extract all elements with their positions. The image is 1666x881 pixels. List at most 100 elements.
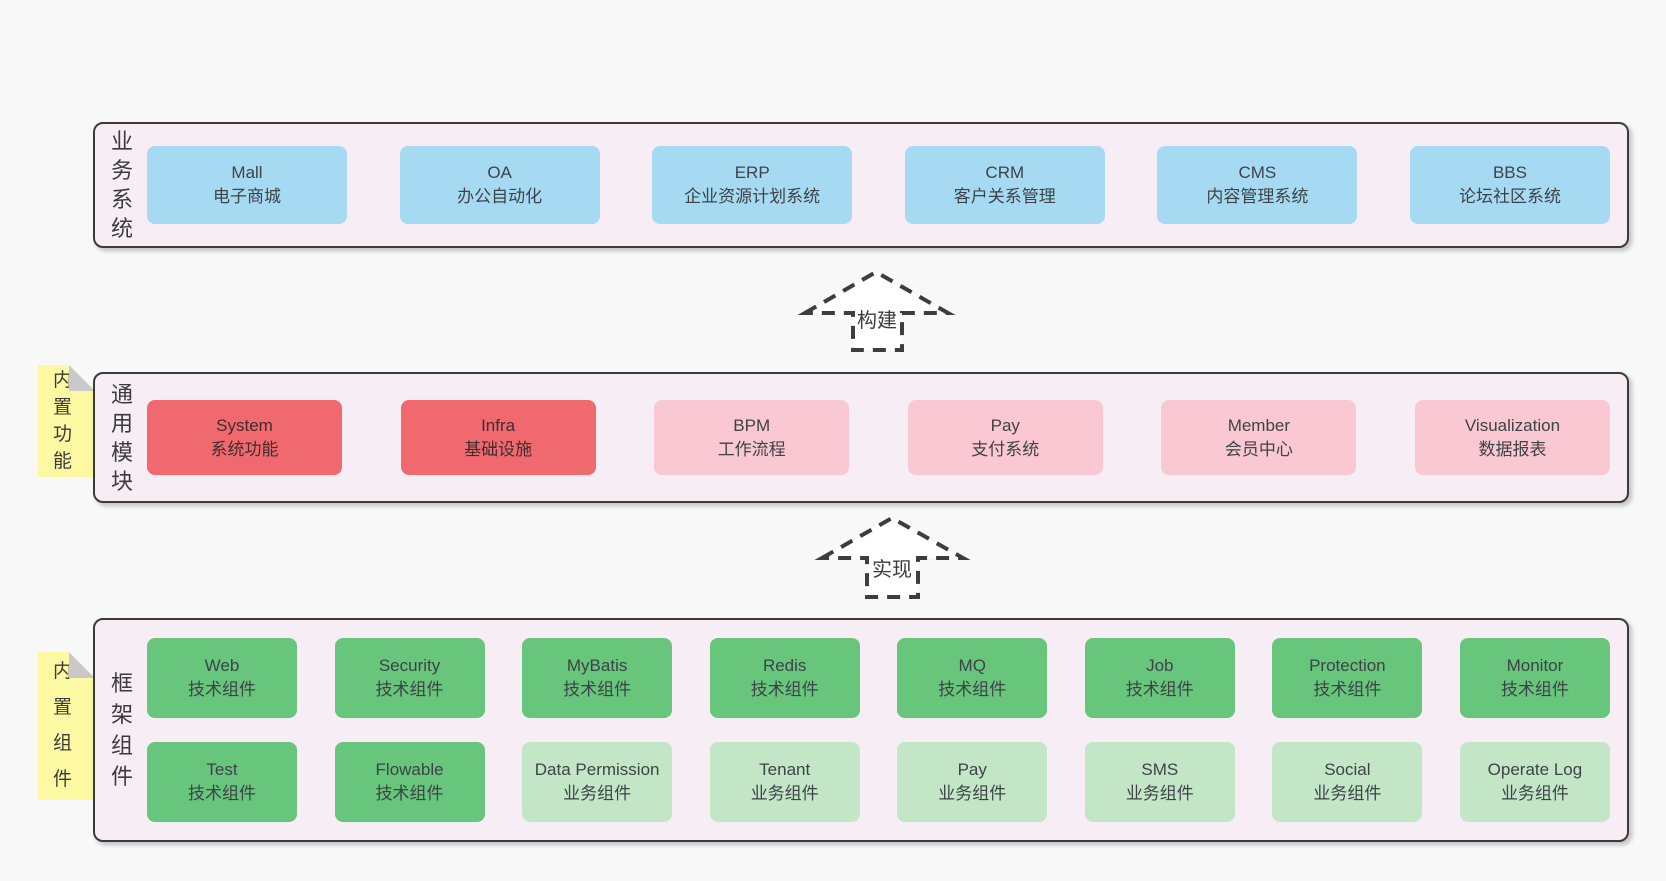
component-box-pay: Pay 业务组件	[897, 742, 1048, 822]
box-title: Tenant	[759, 760, 811, 779]
box-title: System	[216, 415, 273, 435]
build-up-arrow-icon	[797, 269, 956, 352]
box-subtitle: 电子商城	[213, 187, 281, 206]
biz-box-mall: Mall 电子商城	[147, 146, 347, 224]
box-subtitle: 业务组件	[938, 784, 1007, 803]
module-box-member: Member 会员中心	[1161, 400, 1357, 475]
build-arrow-label: 构建	[857, 310, 897, 332]
biz-box-oa: OA 办公自动化	[399, 146, 600, 224]
box-title: Flowable	[375, 760, 444, 779]
module-box-infra: Infra 基础设施	[400, 400, 596, 475]
box-subtitle: 技术组件	[938, 680, 1007, 699]
box-title: Infra	[481, 415, 516, 435]
box-subtitle: 技术组件	[1500, 680, 1569, 699]
box-title: Protection	[1309, 656, 1386, 675]
box-title: Data Permission	[534, 760, 660, 779]
sticky-label: 内置功能	[52, 370, 72, 472]
box-title: ERP	[734, 163, 770, 182]
box-subtitle: 业务组件	[563, 784, 632, 803]
implement-up-arrow-icon	[814, 515, 971, 599]
box-title: Redis	[762, 656, 807, 675]
box-title: CRM	[985, 163, 1025, 182]
component-box-operate-log: Operate Log 业务组件	[1459, 742, 1610, 822]
component-box-flowable: Flowable 技术组件	[334, 742, 485, 822]
box-title: MQ	[958, 656, 986, 675]
module-boxes-row: System 系统功能 Infra 基础设施 BPM 工作流程 Pay 支付系统…	[147, 400, 1610, 475]
component-box-mq: MQ 技术组件	[897, 638, 1048, 718]
box-subtitle: 业务组件	[1313, 784, 1382, 803]
box-title: MyBatis	[566, 656, 628, 675]
component-box-test: Test 技术组件	[147, 742, 297, 822]
box-subtitle: 业务组件	[1500, 784, 1569, 803]
panel-common-modules: 通用模块 System 系统功能 Infra 基础设施 BPM 工作流程 Pay…	[93, 372, 1629, 503]
module-box-system: System 系统功能	[147, 400, 342, 475]
component-box-web: Web 技术组件	[147, 638, 297, 718]
component-box-redis: Redis 技术组件	[709, 638, 860, 718]
biz-box-crm: CRM 客户关系管理	[904, 146, 1105, 224]
box-title: Job	[1146, 656, 1174, 675]
box-subtitle: 技术组件	[1313, 680, 1382, 699]
panel-label-business-systems: 业务系统	[110, 129, 133, 241]
box-title: Social	[1324, 760, 1371, 779]
box-subtitle: 客户关系管理	[953, 187, 1056, 206]
box-subtitle: 企业资源计划系统	[684, 187, 821, 206]
box-title: BPM	[733, 415, 771, 435]
box-title: Test	[206, 760, 238, 779]
component-box-sms: SMS 业务组件	[1084, 742, 1235, 822]
box-title: Security	[378, 656, 441, 675]
biz-box-bbs: BBS 论坛社区系统	[1409, 146, 1610, 224]
box-title: Web	[204, 656, 240, 675]
panel-label-common-modules: 通用模块	[110, 381, 133, 494]
box-subtitle: 论坛社区系统	[1458, 187, 1561, 206]
sticky-fold-corner-icon	[69, 365, 95, 391]
box-title: Operate Log	[1487, 760, 1583, 779]
component-box-tenant: Tenant 业务组件	[709, 742, 860, 822]
component-box-security: Security 技术组件	[334, 638, 485, 718]
component-box-mybatis: MyBatis 技术组件	[522, 638, 673, 718]
box-title: Pay	[957, 760, 987, 779]
component-box-job: Job 技术组件	[1084, 638, 1235, 718]
box-subtitle: 技术组件	[375, 680, 444, 699]
sticky-label: 内置组件	[52, 661, 72, 790]
panel-label-framework-components: 框架组件	[110, 671, 133, 789]
box-title: OA	[487, 163, 512, 182]
box-title: BBS	[1492, 163, 1527, 182]
component-box-protection: Protection 技术组件	[1272, 638, 1423, 718]
box-subtitle: 技术组件	[188, 784, 256, 803]
box-title: Mall	[231, 163, 263, 182]
box-subtitle: 工作流程	[717, 439, 786, 459]
box-subtitle: 技术组件	[375, 784, 444, 803]
box-subtitle: 技术组件	[188, 680, 256, 699]
panel-framework-components: 框架组件 Web 技术组件 Security 技术组件 MyBatis 技术组件…	[93, 618, 1629, 842]
component-box-monitor: Monitor 技术组件	[1459, 638, 1610, 718]
box-title: CMS	[1238, 163, 1277, 182]
module-box-visualization: Visualization 数据报表	[1414, 400, 1610, 475]
component-box-data-permission: Data Permission 业务组件	[522, 742, 673, 822]
box-subtitle: 基础设施	[464, 439, 533, 459]
box-subtitle: 支付系统	[971, 439, 1040, 459]
box-subtitle: 数据报表	[1478, 439, 1547, 459]
box-subtitle: 技术组件	[563, 680, 632, 699]
component-box-social: Social 业务组件	[1272, 742, 1423, 822]
box-subtitle: 办公自动化	[457, 187, 543, 206]
box-subtitle: 技术组件	[1125, 680, 1194, 699]
module-box-bpm: BPM 工作流程	[654, 400, 850, 475]
biz-box-cms: CMS 内容管理系统	[1157, 146, 1358, 224]
sticky-fold-corner-icon	[69, 652, 95, 678]
box-subtitle: 内容管理系统	[1206, 187, 1309, 206]
business-boxes-row: Mall 电子商城 OA 办公自动化 ERP 企业资源计划系统 CRM 客户关系…	[147, 146, 1610, 224]
box-subtitle: 会员中心	[1224, 439, 1293, 459]
box-title: Visualization	[1464, 415, 1561, 435]
box-subtitle: 技术组件	[750, 680, 819, 699]
implement-arrow-label: 实现	[872, 559, 912, 581]
component-boxes-grid: Web 技术组件 Security 技术组件 MyBatis 技术组件 Redi…	[147, 638, 1610, 822]
box-subtitle: 系统功能	[210, 439, 279, 459]
panel-business-systems: 业务系统 Mall 电子商城 OA 办公自动化 ERP 企业资源计划系统 CRM…	[93, 122, 1629, 248]
sticky-note-built-in-components: 内置组件	[38, 652, 95, 800]
biz-box-erp: ERP 企业资源计划系统	[652, 146, 853, 224]
box-title: Pay	[990, 415, 1020, 435]
box-title: Member	[1227, 415, 1291, 435]
sticky-note-built-in-features: 内置功能	[38, 365, 95, 477]
box-subtitle: 业务组件	[750, 784, 819, 803]
